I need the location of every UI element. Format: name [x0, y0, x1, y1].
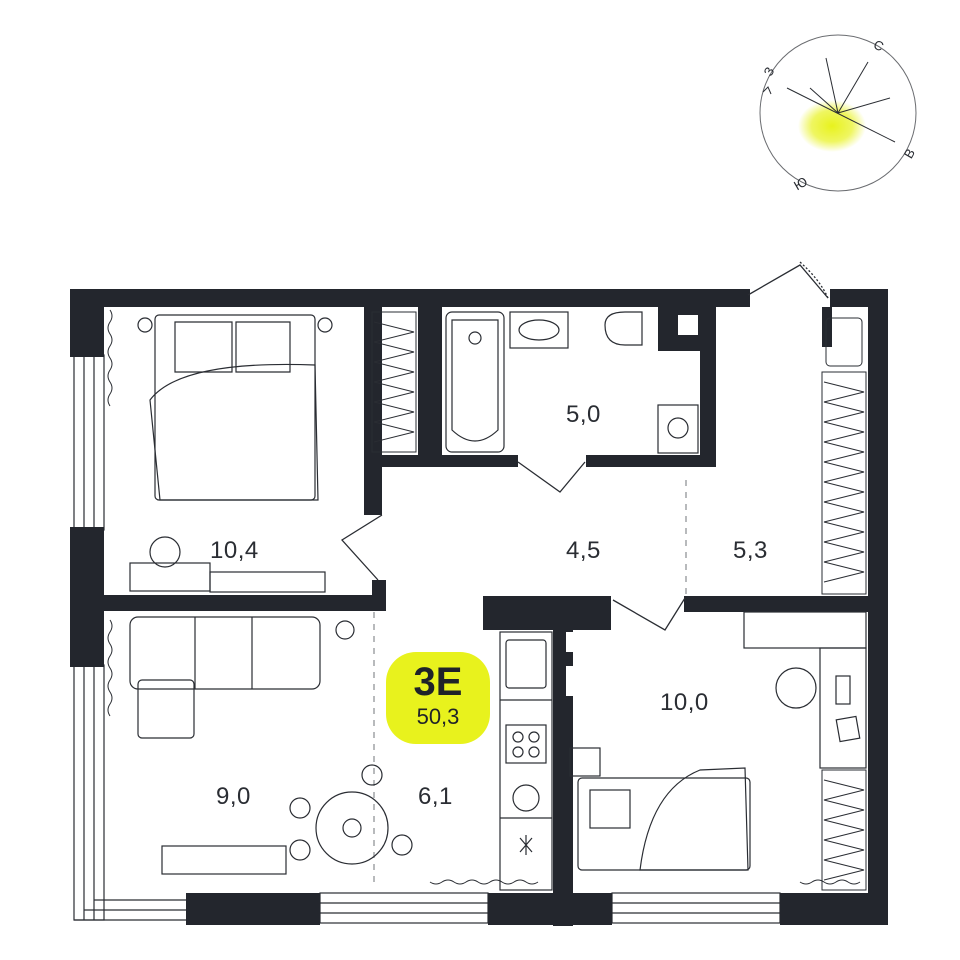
zone-separators	[373, 480, 687, 888]
apartment-type: 3E	[413, 660, 463, 704]
bedroom-left-furniture	[129, 314, 333, 593]
apartment-total-area: 50,3	[416, 704, 460, 729]
room-area-bedroom-left: 10,4	[210, 537, 259, 564]
room-area-hall: 4,5	[566, 537, 601, 564]
kitchen-fixtures	[499, 631, 553, 891]
bathroom-fixtures	[445, 311, 699, 454]
curtains	[107, 309, 861, 885]
apartment-badge: 3E 50,3	[386, 652, 490, 744]
shaft-holes	[566, 315, 698, 696]
room-area-kitchen: 6,1	[418, 783, 453, 810]
walls	[70, 289, 888, 926]
room-area-bedroom-right: 10,0	[660, 689, 709, 716]
room-area-living: 9,0	[216, 783, 251, 810]
compass	[759, 34, 917, 192]
room-area-bathroom: 5,0	[566, 401, 601, 428]
room-area-entry: 5,3	[733, 537, 768, 564]
doors	[340, 261, 829, 631]
living-furniture	[129, 616, 413, 875]
wardrobes	[371, 311, 867, 891]
bedroom-right-furniture	[569, 611, 867, 871]
